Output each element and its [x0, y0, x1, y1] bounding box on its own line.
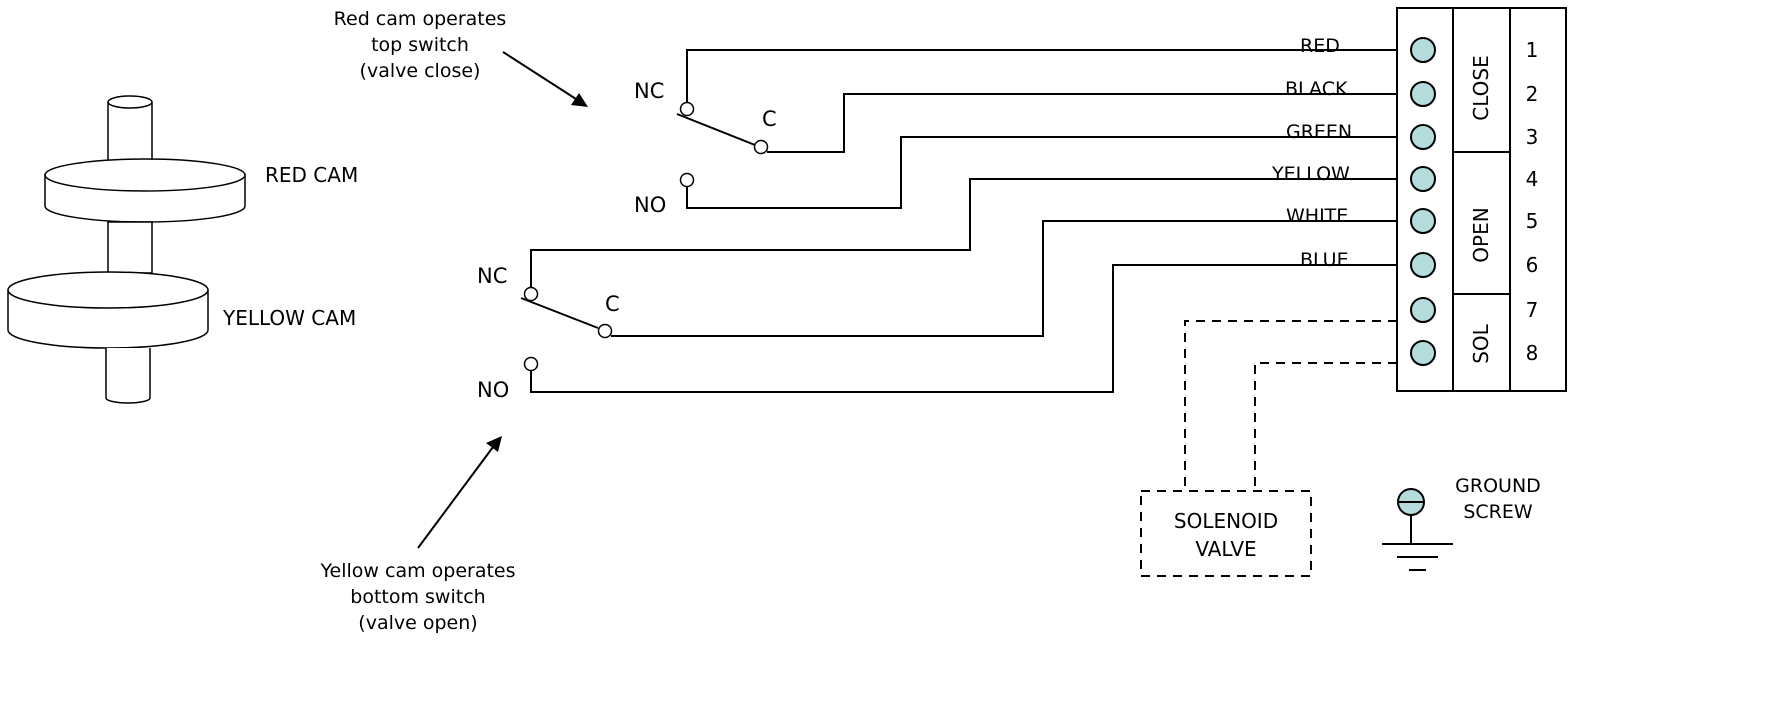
- middle-shaft: [107, 221, 153, 274]
- yellow-cam-note-line3: (valve open): [358, 612, 477, 634]
- solenoid-valve-box: [1140, 490, 1312, 577]
- bottom-switch: NC C NO: [477, 264, 620, 402]
- terminal-number-4: 4: [1526, 167, 1539, 191]
- bottom-switch-c-contact: [597, 323, 613, 339]
- top-switch-nc-label: NC: [634, 79, 664, 103]
- ground-screw: GROUND SCREW: [1382, 475, 1541, 571]
- terminal-number-1: 1: [1526, 38, 1539, 62]
- solenoid-label-line2: VALVE: [1195, 537, 1256, 561]
- terminal-number-5: 5: [1526, 209, 1539, 233]
- bottom-switch-lever: [520, 297, 599, 329]
- yellow-cam-top: [7, 271, 209, 309]
- bottom-switch-no-contact: [523, 356, 539, 372]
- wire-white: [611, 220, 1397, 337]
- red-cam-note-line2: top switch: [371, 34, 469, 56]
- terminal-number-6: 6: [1526, 253, 1539, 277]
- red-cam-note-line1: Red cam operates: [334, 8, 507, 30]
- bottom-switch-no-label: NO: [477, 378, 509, 402]
- terminal-screw-4: [1410, 166, 1436, 192]
- red-cam-annotation: Red cam operates top switch (valve close…: [334, 8, 588, 107]
- wire-red: [686, 49, 1397, 102]
- terminal-number-2: 2: [1526, 82, 1539, 106]
- group-label-close: CLOSE: [1469, 55, 1493, 120]
- yellow-cam-label: YELLOW CAM: [222, 306, 356, 330]
- wires: RED BLACK GREEN YELLOW WHITE BLUE: [530, 35, 1397, 393]
- wire-label-red: RED: [1300, 35, 1340, 57]
- terminal-screw-5: [1410, 208, 1436, 234]
- group-label-sol: SOL: [1469, 323, 1493, 363]
- terminal-number-7: 7: [1526, 298, 1539, 322]
- wire-label-white: WHITE: [1286, 205, 1348, 227]
- bottom-switch-nc-label: NC: [477, 264, 507, 288]
- bottom-switch-c-label: C: [605, 292, 620, 316]
- top-switch-no-label: NO: [634, 193, 666, 217]
- red-cam-note-line3: (valve close): [360, 60, 481, 82]
- terminal-screw-2: [1410, 81, 1436, 107]
- terminal-screw-6: [1410, 252, 1436, 278]
- terminal-screw-8: [1410, 340, 1436, 366]
- terminal-numbers: 1 2 3 4 5 6 7 8: [1526, 38, 1539, 365]
- wire-label-blue: BLUE: [1300, 249, 1349, 271]
- top-shaft: [107, 102, 153, 163]
- top-switch-nc-contact: [679, 101, 695, 117]
- top-switch-c-contact: [753, 139, 769, 155]
- solenoid-wire-7: [1184, 320, 1397, 491]
- red-cam-label: RED CAM: [265, 163, 358, 187]
- top-switch-no-contact: [679, 172, 695, 188]
- wire-label-green: GREEN: [1286, 121, 1352, 143]
- wire-blue: [530, 264, 1397, 393]
- ground-label-line2: SCREW: [1463, 501, 1533, 523]
- top-shaft-end: [107, 95, 153, 109]
- yellow-cam-note-line2: bottom switch: [350, 586, 485, 608]
- terminal-block: 1 2 3 4 5 6 7 8 CLOSE OPEN SOL: [1396, 7, 1567, 392]
- red-cam-arrowhead: [571, 93, 588, 107]
- solenoid-label-line1: SOLENOID: [1174, 509, 1278, 533]
- terminal-screw-1: [1410, 37, 1436, 63]
- terminal-screw-3: [1410, 124, 1436, 150]
- solenoid-wiring: SOLENOID VALVE: [1140, 320, 1397, 577]
- red-cam-arrow-line: [502, 51, 577, 100]
- yellow-cam-arrowhead: [486, 436, 502, 452]
- cam-assembly: RED CAM YELLOW CAM: [7, 95, 358, 404]
- top-switch-lever: [676, 113, 756, 146]
- terminal-screw-7: [1410, 297, 1436, 323]
- top-switch-c-label: C: [762, 107, 777, 131]
- terminal-number-3: 3: [1526, 125, 1539, 149]
- wire-yellow: [530, 178, 1397, 287]
- bottom-switch-nc-contact: [523, 286, 539, 302]
- top-switch: NC C NO: [634, 79, 777, 217]
- yellow-cam-arrow-line: [417, 446, 494, 549]
- yellow-cam-annotation: Yellow cam operates bottom switch (valve…: [319, 436, 516, 634]
- terminal-block-outline: [1396, 7, 1567, 392]
- group-label-open: OPEN: [1469, 207, 1493, 262]
- bottom-shaft: [105, 348, 151, 404]
- terminal-number-8: 8: [1526, 341, 1539, 365]
- terminal-screws: [1410, 37, 1436, 366]
- ground-label-line1: GROUND: [1455, 475, 1541, 497]
- red-cam-top: [44, 158, 246, 192]
- wire-label-black: BLACK: [1285, 78, 1348, 100]
- wire-label-yellow: YELLOW: [1271, 163, 1350, 185]
- yellow-cam-note-line1: Yellow cam operates: [319, 560, 515, 582]
- wire-green: [686, 136, 1397, 209]
- wire-black: [767, 93, 1397, 153]
- solenoid-wire-8: [1254, 362, 1397, 491]
